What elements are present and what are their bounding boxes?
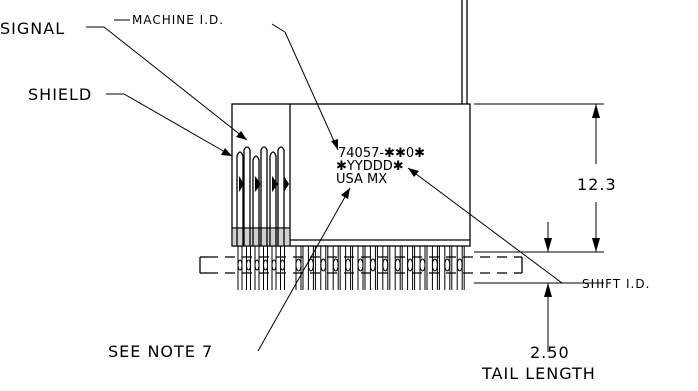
signal-tail [280, 246, 285, 290]
body-tail [407, 246, 416, 290]
body-tail [320, 246, 329, 290]
height-value: 12.3 [577, 175, 617, 194]
marking-line-2: ✱YYDDD✱ [336, 159, 404, 174]
signal-label: SIGNAL [0, 19, 65, 38]
body-tail [307, 246, 316, 290]
see-note-label: SEE NOTE 7 [108, 342, 213, 361]
marking-line-1: 74057-✱✱0✱ [338, 146, 425, 161]
signal-tail [271, 246, 277, 290]
body-tail [456, 246, 465, 290]
body-tail [394, 246, 403, 290]
tail-length-label: TAIL LENGTH [481, 364, 596, 383]
body-tail [357, 246, 366, 290]
body-tail [419, 246, 428, 290]
signal-tail [254, 246, 260, 290]
signal-tail [237, 246, 243, 290]
body-tail [295, 246, 304, 290]
tail-value: 2.50 [530, 343, 570, 362]
body-tail [444, 246, 453, 290]
machine-id-label: MACHINE I.D. [132, 13, 224, 27]
body-tail [345, 246, 354, 290]
signal-leader [86, 26, 248, 141]
body-tail [382, 246, 391, 290]
height-dimension [474, 103, 604, 253]
machine-id-leader [114, 19, 339, 151]
shield-leader [106, 93, 233, 157]
contact-tails [237, 246, 465, 290]
signal-tail [263, 246, 268, 290]
body-tail [332, 246, 341, 290]
shift-id-leader [407, 167, 578, 284]
shield-label: SHIELD [28, 85, 92, 104]
signal-tail [246, 246, 251, 290]
see-note-leader [257, 187, 351, 352]
marking-line-3: USA MX [336, 172, 387, 187]
tail-dimension [474, 222, 604, 352]
body-tail [369, 246, 378, 290]
body-tail [431, 246, 440, 290]
contact-beams [236, 146, 289, 246]
shift-id-label: SHIFT I.D. [582, 277, 650, 291]
